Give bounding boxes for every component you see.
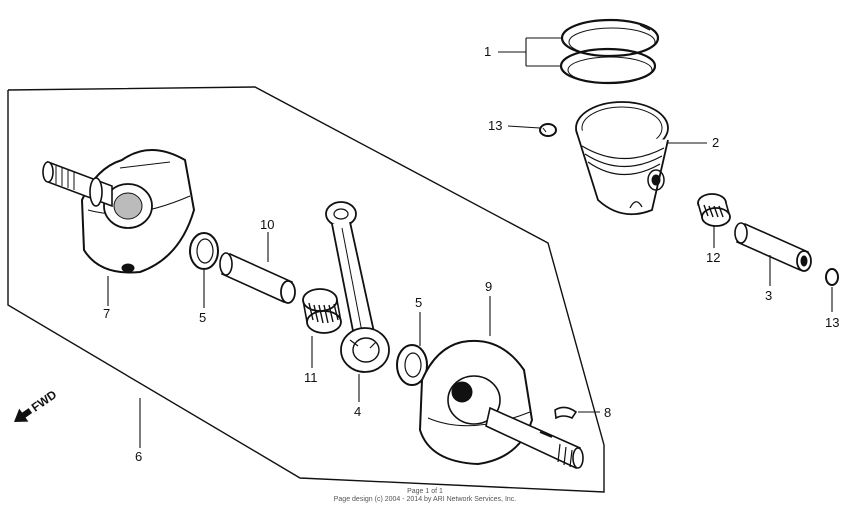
small-end-bearing [698, 194, 730, 226]
woodruff-key [555, 407, 576, 418]
callout-12: 12 [706, 250, 720, 265]
callout-6: 6 [135, 449, 142, 464]
left-crank-half [43, 150, 194, 273]
connecting-rod [326, 202, 389, 372]
footer-copyright: Page design (c) 2004 - 2014 by ARI Netwo… [333, 496, 517, 503]
right-crank-half [420, 341, 583, 468]
circlip-lower [826, 269, 838, 285]
callout-8: 8 [604, 405, 611, 420]
callout-11: 11 [304, 370, 318, 385]
piston-pin [735, 223, 811, 271]
callout-13-upper: 13 [488, 118, 502, 133]
big-end-bearing [303, 289, 341, 333]
thrust-washer-left [190, 233, 218, 269]
forward-arrow-icon: FWD [14, 387, 60, 422]
forward-label: FWD [29, 387, 60, 414]
callout-3: 3 [765, 288, 772, 303]
callout-7: 7 [103, 306, 110, 321]
footer-page-number: Page 1 of 1 [407, 488, 443, 495]
callout-5-left: 5 [199, 310, 206, 325]
callout-10: 10 [260, 217, 274, 232]
crank-pin [220, 253, 295, 303]
circlip-upper [540, 124, 556, 136]
callout-4: 4 [354, 404, 361, 419]
thrust-washer-right [397, 345, 427, 385]
callout-5-right: 5 [415, 295, 422, 310]
callout-13-lower: 13 [825, 315, 839, 330]
callout-2: 2 [712, 135, 719, 150]
assembly-outline [7, 86, 605, 493]
piston-rings [561, 20, 658, 83]
piston [576, 102, 668, 214]
leader-lines [107, 37, 833, 448]
callout-9: 9 [485, 279, 492, 294]
callout-1: 1 [484, 44, 491, 59]
